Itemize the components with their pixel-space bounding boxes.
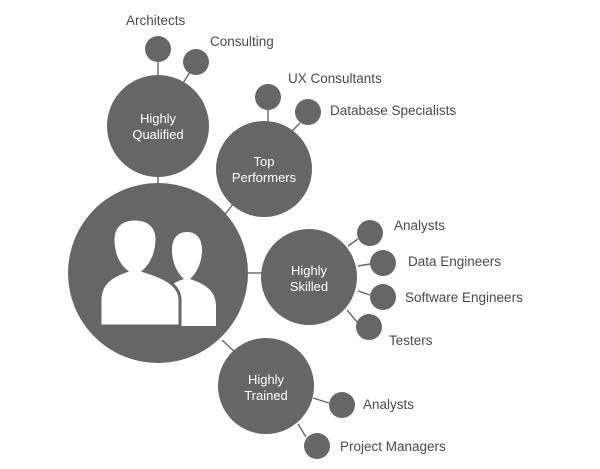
leaf-performers-1 [295,99,321,125]
hub-performers: Top Performers [216,121,312,217]
leaf-label-software-engineers: Software Engineers [405,290,523,305]
leaf-qualified-1 [183,49,209,75]
leaf-label-project-managers: Project Managers [340,439,446,454]
leaf-label-architects: Architects [126,13,186,28]
leaf-trained-0 [329,392,355,418]
leaf-nodes [145,36,396,459]
hub-skilled-line-1: Highly [291,263,328,278]
leaf-labels: Architects Consulting UX Consultants Dat… [126,13,523,454]
hub-qualified-line-2: Qualified [132,127,183,142]
leaf-performers-0 [255,84,281,110]
hub-skilled-line-2: Skilled [290,279,328,294]
leaf-skilled-1 [370,250,396,276]
center-node [68,183,248,363]
link-skilled-leaf-3 [346,309,358,323]
leaf-skilled-3 [356,314,382,340]
hub-qualified: Highly Qualified [107,75,209,177]
link-skilled-leaf-1 [357,263,371,267]
user-group-icon [98,217,216,328]
leaf-label-database-specialists: Database Specialists [330,103,456,118]
hub-performers-line-1: Top [254,154,275,169]
leaf-trained-1 [304,433,330,459]
links [157,62,371,438]
leaf-label-consulting: Consulting [210,34,274,49]
hub-trained-line-1: Highly [248,372,285,387]
hub-trained: Highly Trained [218,338,314,434]
link-trained-leaf-0 [312,397,330,404]
leaf-skilled-0 [357,220,383,246]
leaf-label-analysts-trained: Analysts [363,397,414,412]
leaf-label-testers: Testers [389,333,433,348]
hub-trained-line-2: Trained [244,388,288,403]
link-trained-leaf-1 [297,423,307,438]
leaf-label-analysts-skilled: Analysts [394,218,445,233]
leaf-label-data-engineers: Data Engineers [408,254,501,269]
link-skilled-leaf-0 [347,238,359,247]
hub-qualified-line-1: Highly [140,111,177,126]
hub-skilled: Highly Skilled [261,229,357,325]
leaf-skilled-2 [370,284,396,310]
link-skilled-leaf-2 [357,290,371,296]
hub-performers-line-2: Performers [232,170,297,185]
leaf-qualified-0 [145,36,171,62]
leaf-label-ux-consultants: UX Consultants [288,71,382,86]
